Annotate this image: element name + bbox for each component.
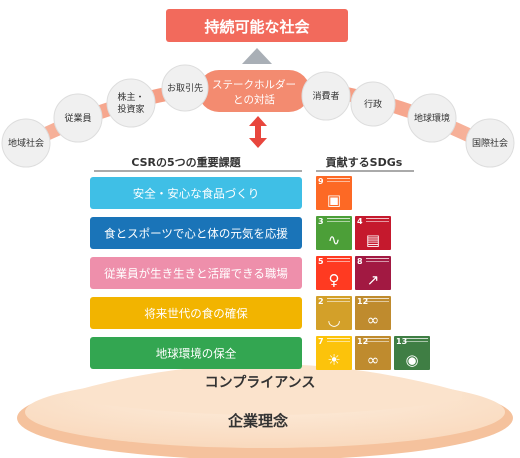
- issue-bar-background: [90, 217, 302, 249]
- philosophy-base: [17, 364, 513, 458]
- sdg-7-icon: 7☀: [316, 336, 352, 370]
- sdg-number: 2: [318, 297, 324, 306]
- issue-label: 食とスポーツで心と体の元気を応援: [104, 227, 288, 241]
- stakeholder-kabunushi: 株主・投資家: [106, 78, 156, 128]
- stakeholder-circle: [350, 81, 396, 127]
- sdg-5-icon: 5♀: [316, 256, 352, 290]
- stakeholder-circle: [1, 118, 51, 168]
- sdg-2-icon: 2◡: [316, 296, 352, 330]
- sdg-number: 12: [357, 337, 369, 346]
- sdg-8-icon: 8↗: [355, 256, 391, 290]
- sdg-caption-lines: [327, 258, 350, 262]
- top-title-box: 持続可能な社会: [166, 9, 348, 42]
- stakeholder-circle: [161, 64, 209, 112]
- stakeholder-label: 行政: [364, 98, 382, 110]
- stakeholder-circle: [465, 118, 515, 168]
- issue-bar-4: 将来世代の食の確保: [90, 297, 302, 329]
- sun-icon: ☀: [327, 351, 341, 369]
- stakeholder-circle: [407, 93, 457, 143]
- stakeholder-chikyu: 地球環境: [407, 93, 457, 143]
- infinity-icon: ∞: [366, 351, 380, 369]
- sdg-number: 9: [318, 177, 324, 186]
- stakeholder-kokusai: 国際社会: [465, 118, 515, 168]
- stakeholder-torihiki: お取引先: [161, 64, 209, 112]
- stakeholder-shohisha: 消費者: [301, 71, 351, 121]
- sdg-caption-lines: [327, 178, 350, 182]
- issue-bar-background: [90, 257, 302, 289]
- issue-bar-1: 安全・安心な食品づくり: [90, 177, 302, 209]
- center-bubble-line-2: との対話: [233, 93, 275, 106]
- center-bubble-line-1: ステークホルダー: [212, 78, 296, 91]
- compliance-label: コンプライアンス: [205, 375, 316, 391]
- issue-bar-2: 食とスポーツで心と体の元気を応援: [90, 217, 302, 249]
- bowl-icon: ◡: [327, 311, 341, 329]
- issue-bar-background: [90, 337, 302, 369]
- heartbeat-icon: ∿: [327, 231, 341, 249]
- issue-bar-5: 地球環境の保全: [90, 337, 302, 369]
- issue-label: 従業員が生き生きと活躍できる職場: [104, 267, 288, 281]
- sdg-number: 7: [318, 337, 324, 346]
- sdg-number: 8: [357, 257, 363, 266]
- eye-globe-icon: ◉: [405, 351, 419, 369]
- issue-bar-background: [90, 297, 302, 329]
- double-arrow-icon: [249, 116, 267, 148]
- issue-bar-3: 従業員が生き生きと活躍できる職場: [90, 257, 302, 289]
- sdg-caption-lines: [327, 298, 350, 302]
- stakeholder-label: 消費者: [312, 90, 339, 102]
- stakeholder-gyosei: 行政: [350, 81, 396, 127]
- sdg-number: 12: [357, 297, 369, 306]
- sdg-number: 4: [357, 217, 363, 226]
- sdgs-header: 貢献するSDGs: [326, 155, 403, 169]
- sdg-caption-lines: [366, 298, 389, 302]
- issue-bar-background: [90, 177, 302, 209]
- sdg-12-icon: 12 ∞: [355, 296, 391, 330]
- stakeholder-circle: [53, 93, 103, 143]
- issue-label: 安全・安心な食品づくり: [133, 187, 260, 201]
- sdg-9-icon: 9▣: [316, 176, 352, 210]
- sdg-caption-lines: [366, 258, 389, 262]
- sdg-caption-lines: [327, 338, 350, 342]
- sdg-number: 5: [318, 257, 324, 266]
- stakeholder-chiiki: 地域社会: [1, 118, 51, 168]
- stakeholder-label: 地球環境: [414, 112, 450, 124]
- issue-bars: 安全・安心な食品づくり食とスポーツで心と体の元気を応援従業員が生き生きと活躍でき…: [90, 177, 302, 369]
- sdg-caption-lines: [366, 218, 389, 222]
- issue-label: 将来世代の食の確保: [144, 307, 248, 321]
- sdg-caption-lines: [366, 338, 389, 342]
- issue-label: 地球環境の保全: [156, 347, 237, 361]
- sdg-number: 3: [318, 217, 324, 226]
- csr-header: CSRの5つの重要課題: [131, 155, 241, 169]
- philosophy-label: 企業理念: [227, 412, 288, 430]
- stakeholder-label: 従業員: [64, 112, 91, 124]
- sdg-caption-lines: [327, 218, 350, 222]
- sdg-caption-lines: [405, 338, 428, 342]
- stakeholder-label: 国際社会: [472, 137, 508, 149]
- stakeholder-jugyoin: 従業員: [53, 93, 103, 143]
- stakeholder-label: 株主・: [117, 91, 144, 103]
- infinity-icon: ∞: [366, 311, 380, 329]
- stakeholder-label: 投資家: [117, 103, 144, 115]
- stakeholder-dialogue-bubble: ステークホルダー との対話: [198, 70, 310, 112]
- growth-chart-icon: ↗: [366, 271, 380, 289]
- sdg-12-icon: 12 ∞: [355, 336, 391, 370]
- gender-icon: ♀: [328, 271, 340, 289]
- sdg-13-icon: 13 ◉: [394, 336, 430, 370]
- apex-triangle: [242, 48, 272, 64]
- sdg-3-icon: 3∿: [316, 216, 352, 250]
- sdg-number: 13: [396, 337, 408, 346]
- stakeholder-label: 地域社会: [8, 137, 44, 149]
- stakeholder-circle: [106, 78, 156, 128]
- top-title: 持続可能な社会: [204, 18, 309, 36]
- sdg-4-icon: 4▤: [355, 216, 391, 250]
- stakeholder-label: お取引先: [167, 82, 203, 94]
- book-icon: ▤: [365, 231, 381, 249]
- cubes-icon: ▣: [326, 191, 342, 209]
- stakeholder-circle: [301, 71, 351, 121]
